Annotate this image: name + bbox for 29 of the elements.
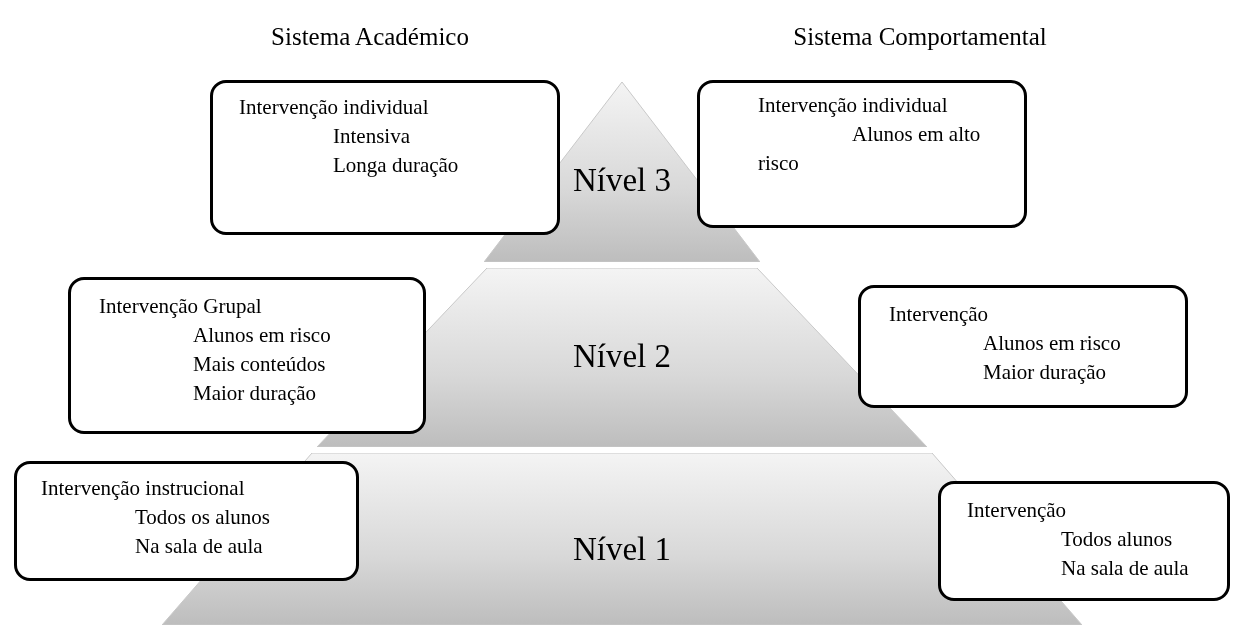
info-box bbox=[14, 461, 359, 581]
intervention-item: Intensiva bbox=[332, 123, 411, 150]
intervention-title: Intervenção individual bbox=[758, 92, 949, 119]
intervention-title: Intervenção individual bbox=[239, 94, 430, 121]
intervention-item: Alunos em risco bbox=[192, 322, 332, 349]
level-label: Nível 1 bbox=[572, 530, 672, 569]
column-heading: Sistema Comportamental bbox=[793, 22, 1047, 52]
level-label: Nível 3 bbox=[572, 161, 672, 200]
level-label: Nível 2 bbox=[572, 337, 672, 376]
intervention-item: Alunos em alto risco bbox=[758, 121, 982, 177]
intervention-title: Intervenção bbox=[967, 497, 1068, 524]
info-box bbox=[697, 80, 1027, 228]
intervention-item: Alunos em risco bbox=[982, 330, 1122, 357]
intervention-item: Longa duração bbox=[332, 152, 460, 179]
intervention-item: Todos os alunos bbox=[134, 504, 272, 531]
intervention-item: Maior duração bbox=[982, 359, 1108, 386]
intervention-title: Intervenção bbox=[889, 301, 990, 328]
intervention-item: Todos alunos bbox=[1060, 526, 1174, 553]
info-box bbox=[68, 277, 426, 434]
info-box bbox=[210, 80, 560, 235]
intervention-item: Na sala de aula bbox=[1060, 555, 1190, 582]
info-box bbox=[938, 481, 1230, 601]
column-heading: Sistema Académico bbox=[271, 22, 469, 52]
info-box bbox=[858, 285, 1188, 408]
intervention-item: Na sala de aula bbox=[134, 533, 264, 560]
intervention-item: Maior duração bbox=[192, 380, 318, 407]
intervention-item: Mais conteúdos bbox=[192, 351, 327, 378]
intervention-title: Intervenção Grupal bbox=[99, 293, 263, 320]
intervention-title: Intervenção instrucional bbox=[41, 475, 246, 502]
